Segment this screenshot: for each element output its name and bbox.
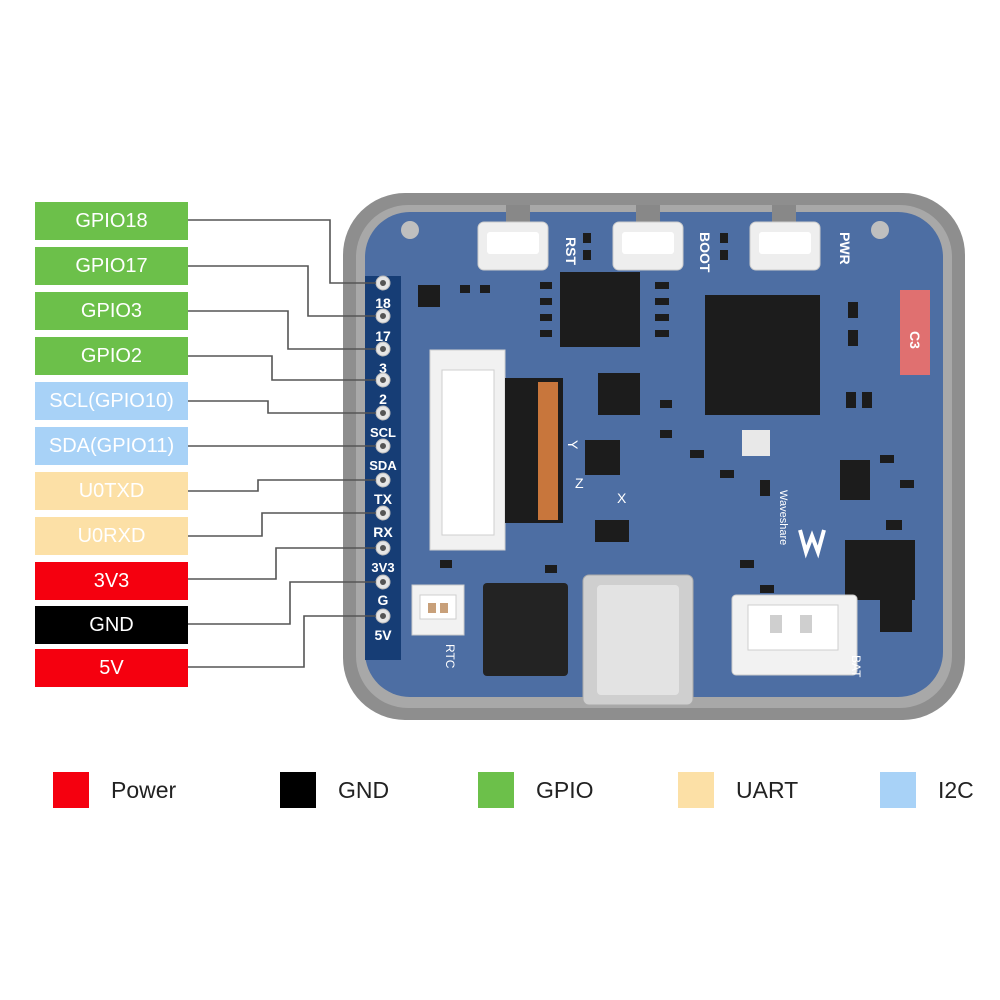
boot-silk: BOOT [697,232,713,273]
pin-label-gpio2: GPIO2 [35,337,188,375]
rst-button [477,205,549,271]
pin-label-scl-gpio10: SCL(GPIO10) [35,382,188,420]
small-chip-4 [595,520,629,542]
legend-label-i2c: I2C [938,776,974,803]
leader-line-17 [188,265,376,317]
legend-swatch-i2c [880,772,916,808]
header-hole-2 [380,377,386,383]
mcu-chip [705,295,820,415]
leader-line-3 [188,310,376,350]
header-pin-label-sda: SDA [369,458,397,473]
legend-item-i2c: I2C [880,772,974,808]
header-pin-label-scl: SCL [370,425,396,440]
pin-label-gnd: GND [35,606,188,644]
header-hole-3v3 [380,545,386,551]
mount-hole-tl [401,221,419,239]
header-pin-label-tx: TX [374,491,393,507]
flash-chip [560,272,640,347]
pin-label-u0rxd: U0RXD [35,517,188,555]
axis-z-silk: Z [575,475,584,491]
bat-connector [731,594,858,676]
header-hole-17 [380,313,386,319]
small-chip-1 [880,600,912,632]
legend-item-power: Power [53,772,176,808]
header-pin-label-17: 17 [375,328,391,344]
header-pin-label-g: G [378,592,389,608]
pin-label-u0txd: U0TXD [35,472,188,510]
pin-label-gpio3: GPIO3 [35,292,188,330]
small-chip-2 [418,285,440,307]
pin-label-gpio17: GPIO17 [35,247,188,285]
fpc-connector-inner [441,369,495,536]
rtc-connector [411,584,465,636]
fpc-ribbon-copper [538,382,558,520]
pin-label-3v3: 3V3 [35,562,188,600]
header-pin-label-2: 2 [379,391,387,407]
leader-lines [188,219,376,668]
leader-line-5v [188,615,376,668]
header-hole-scl [380,410,386,416]
leader-line-18 [188,219,376,284]
header-hole-rx [380,510,386,516]
crystal [742,430,770,456]
header-strip [365,276,401,660]
pin-label-gpio18: GPIO18 [35,202,188,240]
leader-line-g [188,581,376,625]
c3-indicator [900,290,930,375]
legend-label-gpio: GPIO [536,776,594,803]
sensor-chip [585,440,620,475]
legend-item-gnd: GND [280,772,389,808]
legend-label-gnd: GND [338,776,390,803]
legend-item-uart: UART [678,772,798,808]
axis-y-silk: Y [565,440,581,450]
leader-line-rx [188,512,376,537]
header-pin-label-18: 18 [375,295,391,311]
rst-silk: RST [563,237,579,265]
leader-line-2 [188,355,376,381]
passives [440,233,914,593]
header-pin-label-3: 3 [379,360,387,376]
header-hole-sda [380,443,386,449]
c3-label: C3 [907,331,923,349]
waveshare-logo [798,529,826,559]
header-pin-label-3v3: 3V3 [371,560,394,575]
pwr-silk: PWR [837,232,853,265]
small-chip-3 [840,460,870,500]
header-hole-18 [380,280,386,286]
buzzer [483,583,568,676]
imu-chip [598,373,640,415]
rtc-silk: RTC [443,644,457,669]
legend-item-gpio: GPIO [478,772,594,808]
legend-swatch-gnd [280,772,316,808]
axis-x-silk: X [617,490,627,506]
header-hole-5v [380,613,386,619]
pwr-button [749,205,821,271]
legend-label-uart: UART [736,776,799,803]
legend-label-power: Power [111,776,177,803]
header-pin-label-5v: 5V [374,627,392,643]
legend-swatch-power [53,772,89,808]
legend-swatch-gpio [478,772,514,808]
pin-label-5v: 5V [35,649,188,687]
legend-swatch-uart [678,772,714,808]
leader-line-scl [188,400,376,414]
boot-button [612,205,684,271]
leader-line-3v3 [188,547,376,580]
leader-line-tx [188,479,376,492]
usb-c-inner [597,585,679,695]
mount-hole-tr [871,221,889,239]
brand-silk: Waveshare [777,490,789,545]
regulator-chip [845,540,915,600]
header-hole-tx [380,477,386,483]
header-pin-label-rx: RX [373,524,393,540]
header-hole-3 [380,346,386,352]
header-hole-g [380,579,386,585]
pin-label-sda-gpio11: SDA(GPIO11) [35,427,188,465]
bat-silk: BAT [849,655,863,678]
